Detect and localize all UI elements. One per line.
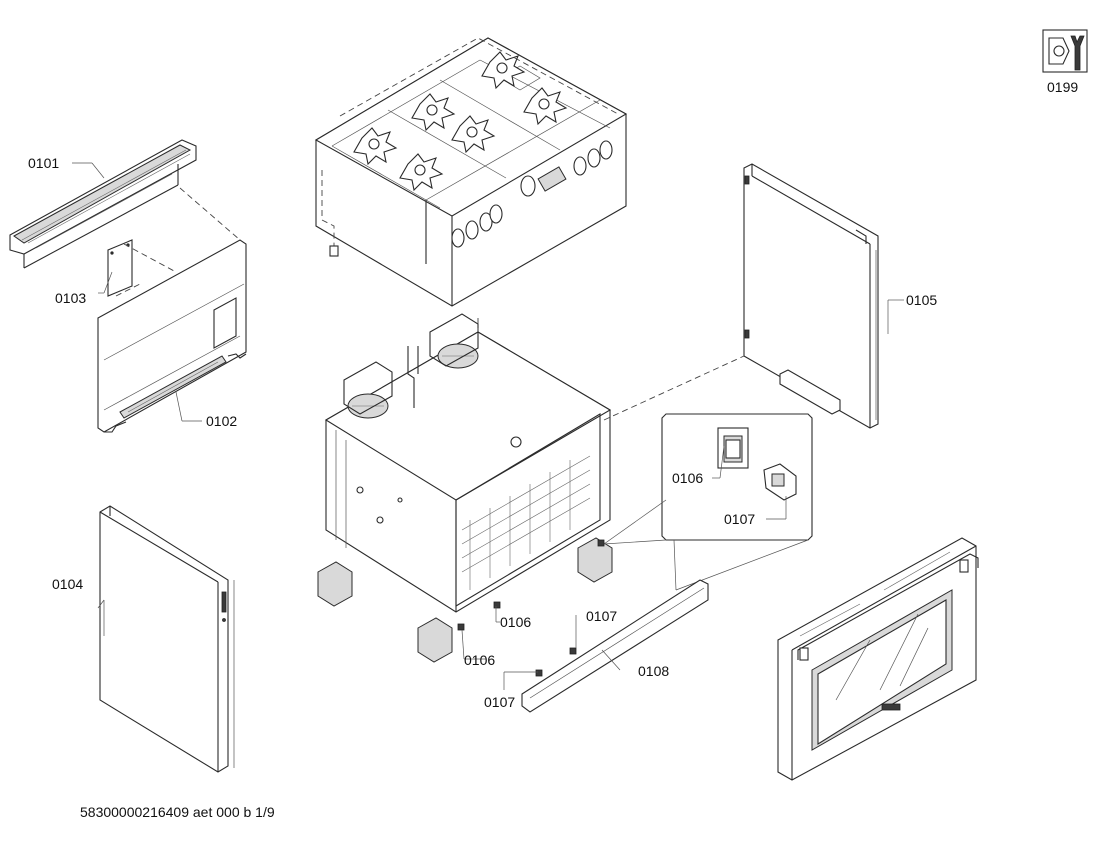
burner-grate-icon <box>481 51 526 90</box>
part-label-0101: 0101 <box>28 155 59 171</box>
part-label-0107-lower: 0107 <box>484 694 515 710</box>
service-wrench-icon <box>1042 29 1088 73</box>
oven-cavity-assembly <box>317 313 613 663</box>
burner-grate-icon <box>523 87 568 126</box>
convection-fan-icon <box>347 343 479 419</box>
small-cover-plate-part <box>107 239 133 297</box>
part-label-0105: 0105 <box>906 292 937 308</box>
part-label-0102: 0102 <box>206 413 237 429</box>
part-label-0199: 0199 <box>1047 79 1078 95</box>
control-knob-icon <box>451 140 613 248</box>
part-label-0104: 0104 <box>52 576 83 592</box>
cooktop-assembly <box>314 37 628 307</box>
toe-kick-strip-part <box>521 579 709 713</box>
detail-callout-box <box>603 413 813 591</box>
part-labels: 0199 0101 0103 0102 0104 0105 0106 0107 … <box>28 79 1078 710</box>
foot-block-icon <box>317 537 613 663</box>
part-label-0106-lower: 0106 <box>464 652 495 668</box>
assembly-dashed-lines <box>123 187 745 421</box>
part-label-0107-upper: 0107 <box>586 608 617 624</box>
burner-grate-icon <box>399 153 444 192</box>
part-label-0106-detail: 0106 <box>672 470 703 486</box>
burner-grate-icon <box>451 115 496 154</box>
hinge-clip-part <box>763 463 797 501</box>
vent-trim-part <box>9 139 197 269</box>
oven-door-part <box>777 537 979 781</box>
part-label-0103: 0103 <box>55 290 86 306</box>
part-label-0106-front: 0106 <box>500 614 531 630</box>
rear-panel-part <box>97 239 247 433</box>
left-side-panel-part <box>99 505 235 773</box>
right-side-panel-part <box>743 163 879 429</box>
burner-grate-icon <box>353 127 398 166</box>
part-label-0108: 0108 <box>638 663 669 679</box>
document-footer-code: 58300000216409 aet 000 b 1/9 <box>80 804 275 820</box>
door-latch-part <box>717 427 749 469</box>
burner-grate-icon <box>411 93 456 132</box>
part-label-0107-detail: 0107 <box>724 511 755 527</box>
door-handle-icon <box>797 553 979 661</box>
leader-lines <box>72 162 904 690</box>
